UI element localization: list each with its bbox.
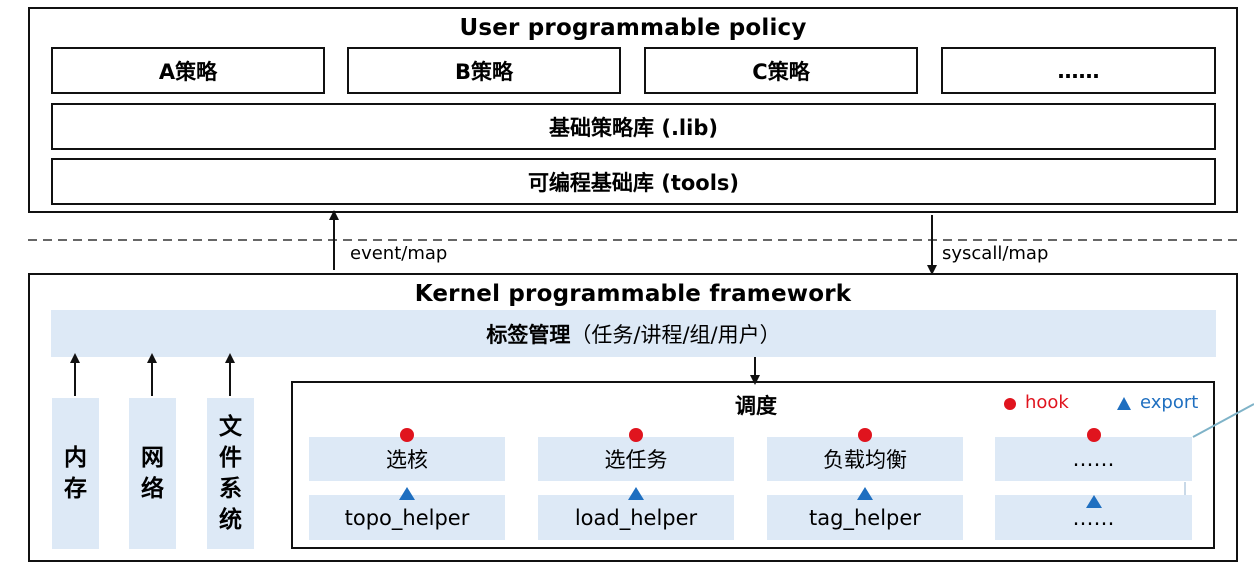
helper-load: load_helper (538, 495, 734, 540)
tag-management-scope: （任务/讲程/组/用户） (570, 322, 781, 347)
memory-column: 内 存 (52, 398, 99, 549)
base-policy-lib-box: 基础策略库 (.lib) (51, 103, 1216, 150)
tag-management-label: 标签管理 (486, 322, 571, 347)
filesystem-column: 文 件 系 统 (207, 398, 254, 549)
filesystem-char-2: 件 (219, 444, 242, 471)
filesystem-char-1: 文 (219, 413, 242, 440)
hook-select-core: 选核 (309, 437, 505, 481)
memory-char-2: 存 (64, 475, 87, 502)
network-char-2: 络 (141, 475, 164, 502)
memory-char-1: 内 (64, 444, 87, 471)
policy-c-box: C策略 (644, 47, 918, 94)
hook-more: …… (995, 437, 1192, 481)
helper-tag: tag_helper (767, 495, 963, 540)
network-char-1: 网 (141, 444, 164, 471)
hook-load-balance: 负载均衡 (767, 437, 963, 481)
event-map-label: event/map (350, 243, 448, 264)
filesystem-char-3: 系 (219, 475, 242, 502)
legend-hook-label: hook (1025, 392, 1069, 413)
policy-more-box: …… (941, 47, 1216, 94)
helper-topo: topo_helper (309, 495, 505, 540)
tag-management-bar: 标签管理（任务/讲程/组/用户） (51, 310, 1216, 357)
user-policy-title: User programmable policy (459, 15, 807, 41)
tools-lib-box: 可编程基础库 (tools) (51, 158, 1216, 205)
syscall-map-label: syscall/map (942, 243, 1049, 264)
hook-select-task: 选任务 (538, 437, 734, 481)
policy-a-box: A策略 (51, 47, 325, 94)
policy-b-box: B策略 (347, 47, 621, 94)
scheduler-title: 调度 (735, 394, 777, 418)
legend-export-label: export (1140, 392, 1199, 413)
network-column: 网 络 (129, 398, 176, 549)
kernel-framework-title: Kernel programmable framework (414, 281, 852, 307)
filesystem-char-4: 统 (219, 506, 242, 533)
helper-more: …… (995, 495, 1192, 540)
